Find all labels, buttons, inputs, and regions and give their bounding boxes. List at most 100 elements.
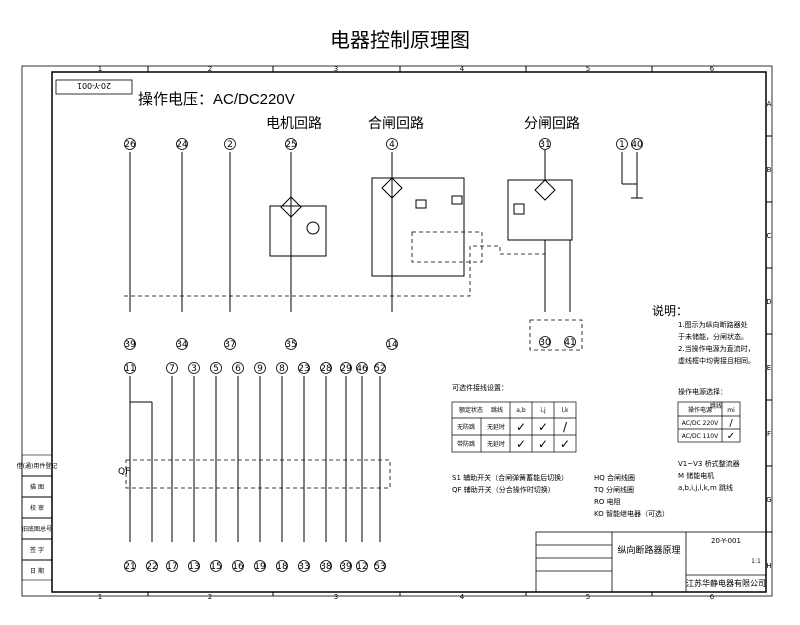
row-tick: A: [767, 100, 772, 108]
terminal-circle: [616, 138, 628, 150]
terminal-number: 18: [276, 562, 288, 572]
terminal-number: 26: [124, 140, 136, 150]
col-tick: 3: [334, 65, 338, 73]
side-label: 签 字: [30, 546, 44, 554]
drawing-code-rotated: 20-Y-001: [77, 81, 111, 90]
row-tick: C: [767, 232, 772, 240]
aux-circuit-wiring: [129, 376, 381, 542]
title-block-scale: 1:1: [751, 558, 761, 565]
terminal-circle: [276, 560, 288, 572]
terminal-circle: [320, 362, 332, 374]
voltage-table-grid: [677, 401, 741, 443]
title-block-grid: [535, 531, 767, 593]
side-label: 描 图: [30, 483, 44, 491]
terminal-number: 52: [374, 364, 385, 374]
terminal-number: 2: [227, 140, 233, 150]
col-tick: 1: [98, 65, 102, 73]
table-header: 操作电源: [688, 406, 712, 414]
terminal-circle: [188, 362, 200, 374]
terminal-circle: [232, 560, 244, 572]
terminal-circle: [210, 362, 222, 374]
table-mark: ✓: [538, 420, 548, 434]
terminal-circle: [374, 560, 386, 572]
table-cell: AC/DC 110V: [682, 433, 719, 440]
terminal-number: 25: [285, 140, 296, 150]
terminal-circle: [285, 338, 297, 350]
title-block-company: 江苏华静电器有限公司: [686, 578, 766, 588]
terminal-number: 5: [213, 364, 219, 374]
legend-left: S1 辅助开关（合闸弹簧蓄能后切换）QF 辅助开关（分合操作时切换）: [452, 473, 568, 494]
row-tick: E: [767, 364, 771, 372]
note-line: 于未储能，分闸状态。: [678, 332, 748, 341]
section-open: 分闸回路: [524, 116, 580, 132]
table-cell: 无延时: [487, 440, 505, 448]
terminal-number: 29: [340, 364, 352, 374]
terminal-circle: [386, 338, 398, 350]
terminal-number: 39: [340, 562, 352, 572]
row-tick: F: [767, 430, 771, 438]
col-tick: 2: [208, 65, 212, 73]
terminal-number: 1: [619, 140, 625, 150]
terminal-circle: [176, 338, 188, 350]
terminal-circle: [188, 560, 200, 572]
terminal-circle: [124, 138, 136, 150]
table-cell: 无防跳: [457, 423, 475, 431]
terminal-number: 17: [166, 562, 177, 572]
terminal-number: 34: [176, 340, 188, 350]
voltage-table-title: 操作电源选择：: [678, 387, 727, 396]
terminal-circle: [224, 338, 236, 350]
terminal-circle: [166, 362, 178, 374]
terminal-number: 39: [124, 340, 136, 350]
terminal-number: 13: [188, 562, 199, 572]
table-header: a,b: [516, 407, 526, 414]
legend-line: QF 辅助开关（分合操作时切换）: [452, 485, 555, 494]
terminal-number: 21: [124, 562, 135, 572]
terminal-number: 3: [191, 364, 197, 374]
terminal-circle: [124, 560, 136, 572]
terminal-circle: [124, 338, 136, 350]
terminal-circle: [276, 362, 288, 374]
col-tick: 4: [460, 65, 465, 73]
note-line: 2.当操作电源为直流时，: [678, 344, 755, 353]
terminal-number: 53: [374, 562, 385, 572]
terminal-circle: [298, 362, 310, 374]
table-mark: ✓: [538, 437, 548, 451]
terminal-number: 30: [539, 338, 551, 348]
note-line: 虚线框中均需接且相同。: [678, 356, 755, 365]
section-close: 合闸回路: [368, 116, 424, 132]
title-block-drawing-no: 20-Y-001: [711, 537, 741, 545]
terminal-number: 46: [356, 364, 368, 374]
dashed-links: [124, 231, 583, 351]
terminal-circle: [340, 560, 352, 572]
table-mark: /: [563, 420, 568, 434]
terminal-number: 4: [389, 140, 395, 150]
terminal-circle: [356, 560, 368, 572]
table-mark: ✓: [516, 420, 526, 434]
legend-line: HQ 合闸线圈: [594, 473, 635, 482]
terminal-number: 6: [235, 364, 241, 374]
terminal-number: 16: [232, 562, 244, 572]
legend-line: a,b,i,j,l,k,m 跳线: [678, 483, 733, 492]
terminal-number: 8: [279, 364, 285, 374]
row-tick: D: [766, 298, 771, 306]
terminal-circle: [176, 138, 188, 150]
table-header: mi: [727, 407, 735, 414]
notes-lines: 1.图示为纵向断路器处于未储能，分闸状态。2.当操作电源为直流时，虚线框中均需接…: [678, 320, 755, 365]
terminal-circle: [539, 138, 551, 150]
table-mark: /: [729, 418, 733, 429]
terminal-number: 22: [146, 562, 157, 572]
terminal-number: 35: [285, 340, 296, 350]
legend-line: M 储能电机: [678, 471, 714, 480]
side-label: 旧底图总号: [22, 525, 52, 533]
title-block-name: 纵向断路器原理: [617, 544, 680, 556]
legend-line: V1~V3 桥式整流器: [678, 459, 740, 468]
row-tick: G: [766, 496, 771, 504]
terminal-number: 33: [298, 562, 309, 572]
terminal-circle: [254, 560, 266, 572]
